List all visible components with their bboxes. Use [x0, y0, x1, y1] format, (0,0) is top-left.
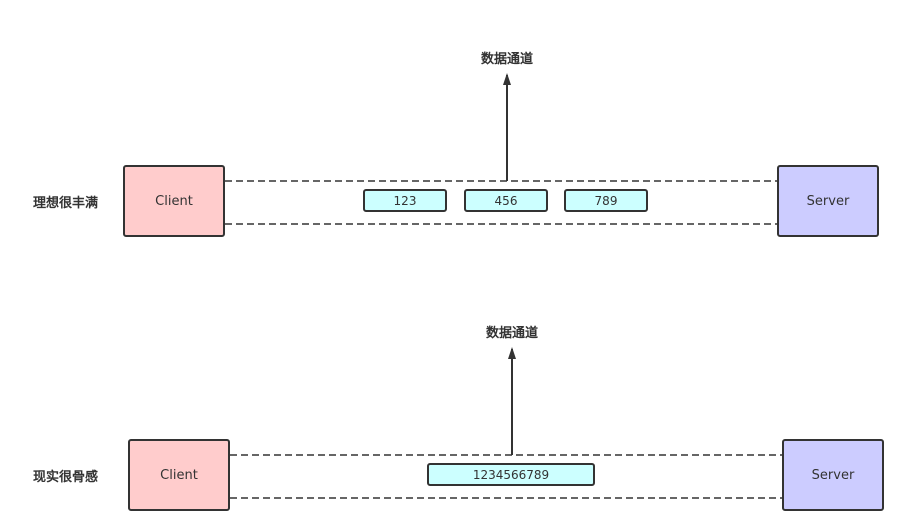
row-label-reality: 现实很骨感	[33, 470, 99, 485]
channel-arrowhead-icon	[508, 347, 516, 359]
data-packet: 123	[363, 189, 447, 212]
data-packet: 1234566789	[427, 463, 595, 486]
client-node: Client	[123, 165, 225, 237]
data-packet: 789	[564, 189, 648, 212]
data-packet: 456	[464, 189, 548, 212]
server-node: Server	[782, 439, 884, 511]
server-node: Server	[777, 165, 879, 237]
row-label-ideal: 理想很丰满	[33, 196, 99, 211]
channel-arrowhead-icon	[503, 73, 511, 85]
client-node: Client	[128, 439, 230, 511]
channel-label: 数据通道	[485, 326, 539, 341]
channel-label: 数据通道	[480, 52, 534, 67]
